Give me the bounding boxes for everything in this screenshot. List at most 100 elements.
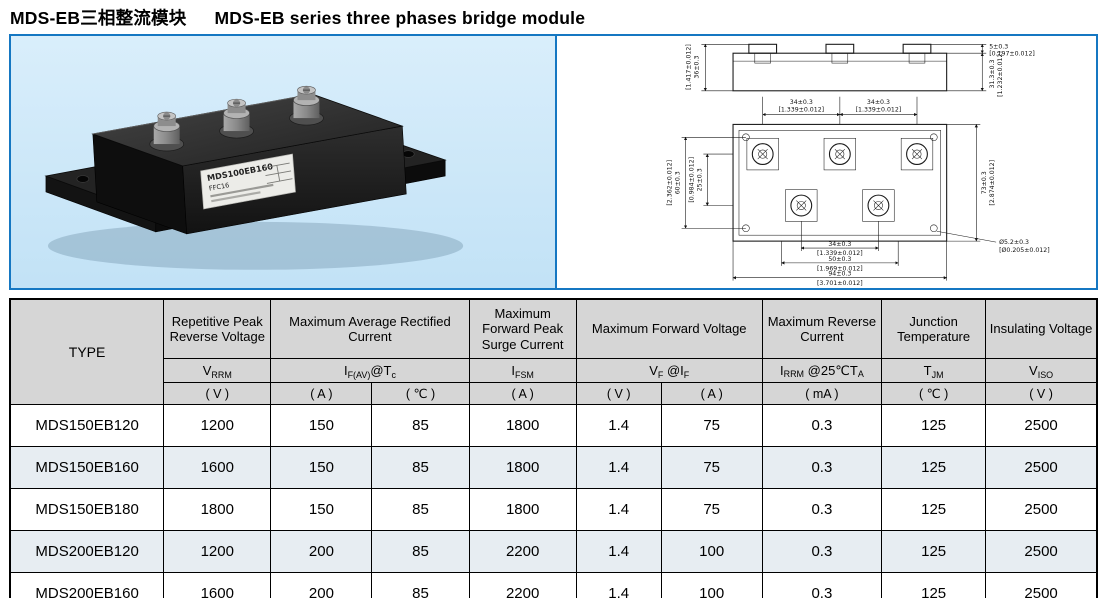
cell-value: 1.4: [575, 530, 662, 573]
cell-value: 1800: [468, 488, 577, 531]
cell-type: MDS200EB120: [9, 530, 165, 573]
unit-a: ( A ): [468, 382, 577, 405]
column-group-surge-current: Maximum Forward Peak Surge Current: [468, 298, 577, 359]
dimension-drawing-panel: 36±0.3 [1.417±0.012] 5±0.3 [0.197±0.012]…: [557, 36, 1096, 288]
dim-label: [1.339±0.012]: [856, 107, 902, 114]
cell-value: 1.4: [575, 572, 662, 598]
dim-label: 25±0.3: [696, 168, 703, 191]
dim-label: 50±0.3: [828, 256, 851, 263]
image-panels: MDS100EB160 FFC16: [9, 34, 1098, 290]
dim-label: 34±0.3: [790, 99, 813, 106]
cell-value: 0.3: [761, 446, 883, 489]
dim-hole-span-vertical: 60±0.3 [2.362±0.012]: [667, 136, 746, 229]
label-code-text: FFC16: [208, 181, 230, 193]
cell-value: 75: [660, 488, 763, 531]
cell-value: 2500: [985, 446, 1098, 489]
unit-a: ( A ): [270, 382, 373, 405]
cell-value: 150: [270, 488, 373, 531]
side-view: [732, 43, 948, 92]
cell-value: 1.4: [575, 404, 662, 447]
unit-celsius: ( ℃ ): [881, 382, 987, 405]
cell-value: 85: [371, 404, 470, 447]
dim-label: [0.197±0.012]: [989, 51, 1035, 58]
symbol-text: F(AV): [347, 369, 371, 380]
unit-celsius: ( ℃ ): [371, 382, 470, 405]
cell-value: 85: [371, 572, 470, 598]
cell-value: 1600: [163, 572, 272, 598]
cell-value: 0.3: [761, 530, 883, 573]
terminal-top-row: [746, 137, 934, 171]
title-chinese: MDS-EB三相整流模块: [10, 8, 187, 28]
dim-overall-width: 94±0.3 [3.701±0.012]: [732, 241, 947, 287]
column-group-reverse-current: Maximum Reverse Current: [761, 298, 883, 359]
cell-value: 2200: [468, 530, 577, 573]
cell-value: 0.3: [761, 404, 883, 447]
cell-value: 150: [270, 404, 373, 447]
cell-value: 125: [881, 572, 987, 598]
cell-value: 1600: [163, 446, 272, 489]
dim-label: [2.362±0.012]: [667, 160, 674, 206]
unit-a: ( A ): [660, 382, 763, 405]
dim-label: [1.339±0.012]: [817, 250, 863, 257]
cell-value: 1200: [163, 530, 272, 573]
dim-label: 34±0.3: [828, 241, 851, 248]
cell-value: 75: [660, 404, 763, 447]
cell-value: 0.3: [761, 572, 883, 598]
column-group-forward-voltage: Maximum Forward Voltage: [575, 298, 763, 359]
terminal-bottom-row: [785, 189, 895, 222]
cell-value: 150: [270, 446, 373, 489]
terminal-post: [149, 111, 185, 152]
cell-value: 1800: [468, 446, 577, 489]
symbol-text: @25℃T: [804, 362, 858, 378]
column-group-junction-temperature: Junction Temperature: [881, 298, 987, 359]
cell-value: 125: [881, 446, 987, 489]
dim-pitch-left: 34±0.3 [1.339±0.012]: [762, 96, 841, 125]
symbol-text: c: [391, 369, 396, 380]
cell-value: 200: [270, 530, 373, 573]
dim-label: [3.701±0.012]: [817, 280, 863, 287]
dim-label: 34±0.3: [867, 99, 890, 106]
dim-pitch-right: 34±0.3 [1.339±0.012]: [839, 96, 918, 125]
column-header-type: TYPE: [9, 298, 165, 405]
symbol-text: I: [779, 362, 784, 378]
symbol-viso: VISO: [985, 358, 1098, 383]
cell-value: 125: [881, 488, 987, 531]
spec-table: TYPE Repetitive Peak Reverse Voltage Max…: [9, 298, 1098, 598]
dim-label: Ø5.2±0.3: [999, 238, 1029, 246]
dim-label: [1.417±0.012]: [686, 44, 693, 90]
cell-value: 85: [371, 530, 470, 573]
product-label: MDS100EB160 FFC16: [200, 153, 296, 210]
terminal-posts: [149, 85, 324, 152]
cell-value: 0.3: [761, 488, 883, 531]
cell-type: MDS200EB160: [9, 572, 165, 598]
dim-label: 73±0.3: [981, 171, 988, 194]
symbol-ifav-tc: IF(AV)@Tc: [270, 358, 470, 383]
symbol-irrm: IRRM @25℃TA: [761, 358, 883, 383]
cell-value: 125: [881, 530, 987, 573]
symbol-vrrm: VRRM: [163, 358, 272, 383]
symbol-text: FSM: [514, 369, 534, 380]
dim-label: 94±0.3: [828, 271, 851, 278]
column-group-avg-rectified-current: Maximum Average Rectified Current: [270, 298, 470, 359]
symbol-text: A: [857, 369, 864, 379]
dim-overall-height: 73±0.3 [2.874±0.012]: [946, 124, 996, 242]
cell-value: 1200: [163, 404, 272, 447]
cell-value: 2500: [985, 404, 1098, 447]
cell-value: 85: [371, 488, 470, 531]
symbol-text: T: [923, 363, 932, 378]
unit-v: ( V ): [575, 382, 662, 405]
cell-value: 1800: [163, 488, 272, 531]
dim-label: [2.874±0.012]: [989, 160, 996, 206]
dimension-drawing: 36±0.3 [1.417±0.012] 5±0.3 [0.197±0.012]…: [667, 43, 1050, 287]
label-circuit-sketch: [263, 162, 293, 184]
dim-hole-diameter: Ø5.2±0.3 [Ø0.205±0.012]: [936, 230, 1050, 254]
unit-v: ( V ): [985, 382, 1098, 405]
cell-value: 1.4: [575, 488, 662, 531]
terminal-post: [219, 98, 254, 139]
